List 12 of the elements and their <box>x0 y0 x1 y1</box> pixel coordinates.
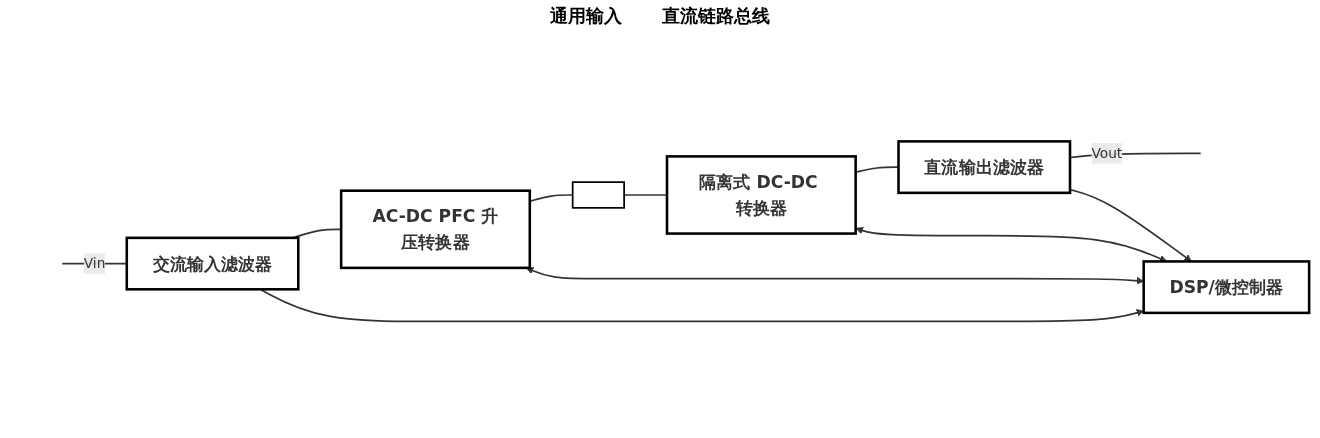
edge-label: Vin <box>83 255 106 272</box>
arrow <box>1069 188 1192 262</box>
node-box: 隔离式 DC-DC 转换器 <box>665 155 857 235</box>
edge-label: Vout <box>1091 144 1123 162</box>
node-box: AC-DC PFC 升压转换器 <box>339 189 532 270</box>
label-text: 直流链路总线 <box>662 4 770 28</box>
node-box: 直流输出滤波器 <box>897 140 1072 195</box>
label-text: 通用输入 <box>550 4 622 28</box>
arrow <box>526 267 1144 285</box>
node-box: 交流输入滤波器 <box>125 236 300 291</box>
node-box: DSP/微控制器 <box>1142 260 1311 315</box>
node-capacitor <box>571 181 625 209</box>
